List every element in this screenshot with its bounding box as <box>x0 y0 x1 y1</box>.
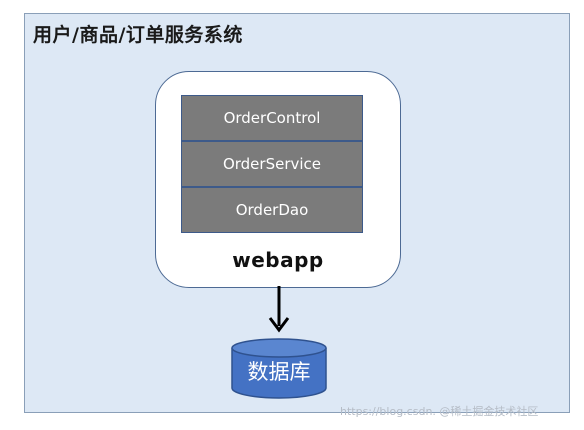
system-title: 用户/商品/订单服务系统 <box>33 24 243 46</box>
layer-order-service: OrderService <box>181 141 363 187</box>
webapp-label: webapp <box>232 248 324 272</box>
layer-order-control: OrderControl <box>181 95 363 141</box>
arrow-down-icon <box>268 286 290 333</box>
layer-order-dao: OrderDao <box>181 187 363 233</box>
database-cylinder-icon <box>231 338 327 399</box>
watermark: https://blog.csdn. @稀土掘金技术社区 <box>340 405 539 418</box>
database-label: 数据库 <box>247 360 311 384</box>
